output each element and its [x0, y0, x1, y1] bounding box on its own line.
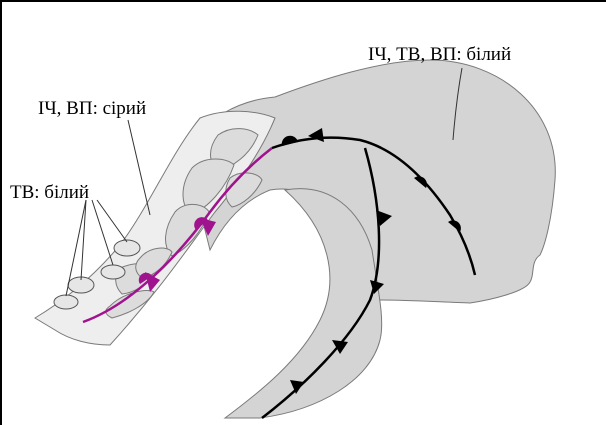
leader-line-left [97, 200, 127, 242]
small-cloud [114, 240, 140, 256]
label-top-right: ІЧ, ТВ, ВП: білий [368, 44, 511, 65]
small-cloud [101, 265, 125, 279]
label-upper-left: ІЧ, ВП: сірий [38, 98, 146, 119]
label-left: ТВ: білий [10, 182, 89, 203]
cloud-cell [226, 173, 262, 207]
leader-line-upper-left [128, 120, 150, 215]
leader-line-left [92, 200, 113, 265]
small-cloud [54, 295, 78, 309]
